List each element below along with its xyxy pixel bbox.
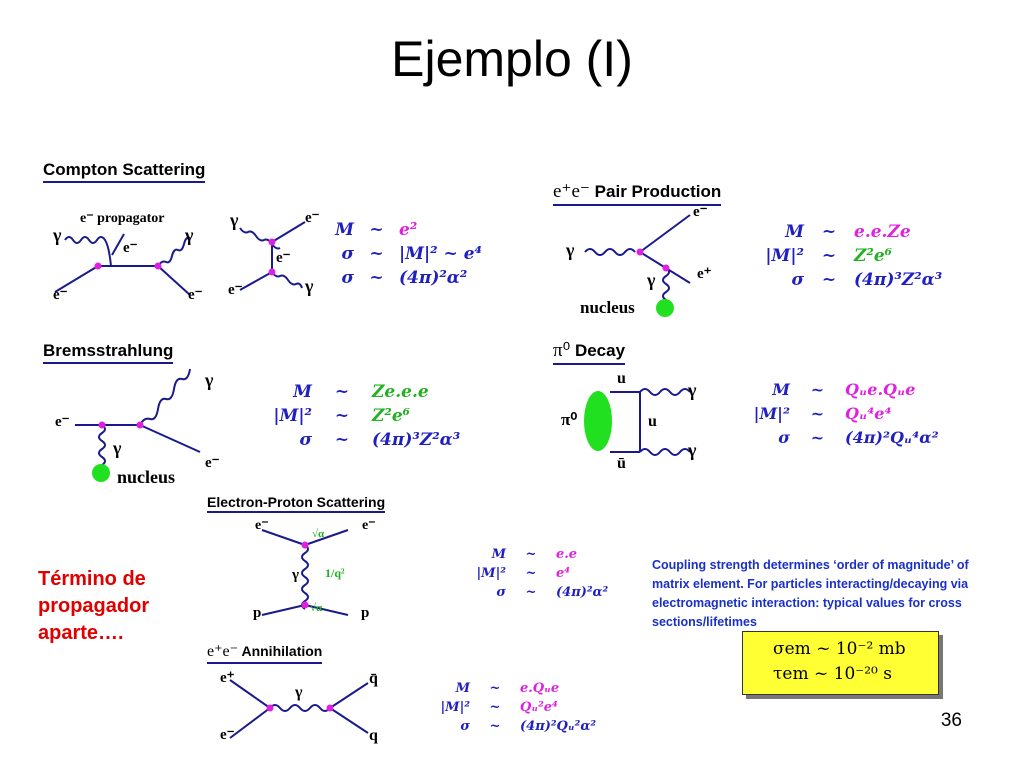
label-eplus: e⁺ — [697, 266, 712, 282]
equation-row: M~Ze.e.e — [293, 382, 429, 402]
equation-row: M~e.e.Ze — [785, 222, 911, 242]
equation-row: σ~|M|² ~ e⁴ — [341, 244, 482, 264]
label-gamma: γ — [295, 684, 303, 701]
brems-nucleus-label: nucleus — [117, 467, 176, 487]
equation-row: |M|²~Z²e⁶ — [765, 246, 893, 266]
label-gamma: γ — [566, 240, 575, 260]
annih-equations: M~e.Qᵤe |M|²~Qᵤ²e⁴ σ~(4π)²Qᵤ²α² — [422, 679, 596, 736]
tau-em: τem ~ 10⁻²⁰ s — [773, 664, 892, 684]
pair-nucleus-label: nucleus — [580, 298, 635, 317]
pair-equations: M~e.e.Ze |M|²~Z²e⁶ σ~(4π)³Z²α³ — [758, 220, 942, 292]
label-eminus: e⁻ — [53, 287, 68, 303]
label-ubar: ū — [617, 455, 626, 472]
em-values-box: σem ~ 10⁻² mb τem ~ 10⁻²⁰ s — [742, 631, 939, 695]
label-eminus: e⁻ — [55, 414, 70, 430]
label-pi0: π⁰ — [561, 410, 578, 429]
label-gamma: γ — [305, 276, 314, 296]
page-title: Ejemplo (I) — [391, 31, 633, 87]
equation-row: |M|²~e⁴ — [476, 566, 570, 581]
sigma-em: σem ~ 10⁻² mb — [773, 639, 906, 659]
equation-row: M~e.e — [491, 547, 578, 562]
label-gamma: γ — [230, 210, 239, 230]
annih-heading: e⁺e⁻ Annihilation — [207, 641, 323, 664]
equation-row: |M|²~Qᵤ²e⁴ — [440, 700, 558, 715]
equation-row: σ~(4π)²α² — [341, 268, 468, 288]
label-eminus: e⁻ — [188, 287, 203, 303]
pi0-equations: M~Qᵤe.Qᵤe |M|²~Qᵤ⁴e⁴ σ~(4π)²Qᵤ⁴α² — [742, 378, 939, 450]
label-u: u — [648, 413, 657, 430]
label-gamma: γ — [205, 370, 214, 390]
ep-sqrt-alpha: √α — [310, 602, 323, 614]
equation-row: σ~(4π)³Z²α³ — [791, 270, 943, 290]
label-gamma: γ — [113, 438, 122, 458]
label-eminus: e⁻ — [205, 455, 220, 471]
label-gamma: γ — [292, 567, 300, 583]
label-gamma: γ — [53, 225, 62, 245]
equation-row: M~e.Qᵤe — [455, 681, 560, 696]
label-eplus: e⁺ — [220, 670, 235, 686]
label-gamma: γ — [647, 270, 656, 290]
equation-row: σ~(4π)²Qᵤ⁴α² — [778, 428, 939, 447]
equation-row: σ~(4π)³Z²α³ — [299, 430, 461, 450]
label-eminus: e⁻ — [255, 518, 269, 533]
label-q: q — [369, 727, 378, 744]
equation-row: M~Qᵤe.Qᵤe — [772, 380, 916, 399]
equation-row: σ~(4π)²Qᵤ²α² — [460, 719, 597, 734]
label-eminus: e⁻ — [228, 282, 243, 298]
compton-propagator-label: e⁻ propagator — [80, 211, 165, 226]
ep-equations: M~e.e |M|²~e⁴ σ~(4π)²α² — [458, 545, 608, 602]
equation-row: |M|²~Z²e⁶ — [273, 406, 411, 426]
equation-row: |M|²~Qᵤ⁴e⁴ — [753, 404, 892, 423]
label-eminus: e⁻ — [123, 240, 138, 256]
label-qbar: q̄ — [369, 670, 378, 687]
compton-equations: M~e² σ~|M|² ~ e⁴ σ~(4π)²α² — [318, 218, 482, 290]
page-number: 36 — [940, 710, 962, 731]
pi0-heading: π⁰ Decay — [553, 339, 626, 365]
ep-heading: Electron-Proton Scattering — [207, 494, 386, 513]
ep-propagator: 1/q² — [325, 566, 345, 580]
label-p: p — [253, 605, 262, 621]
brems-equations: M~Ze.e.e |M|²~Z²e⁶ σ~(4π)³Z²α³ — [262, 380, 460, 452]
label-gamma: γ — [688, 440, 697, 460]
label-eminus: e⁻ — [305, 210, 320, 226]
pair-heading: e⁺e⁻ Pair Production — [553, 180, 722, 206]
label-gamma: γ — [688, 380, 697, 400]
ep-sqrt-alpha: √α — [312, 528, 325, 540]
propagator-note: Término de propagador aparte…. — [38, 568, 150, 644]
label-eminus: e⁻ — [276, 250, 291, 266]
coupling-text: Coupling strength determines ‘order of m… — [652, 558, 969, 629]
equation-row: σ~(4π)²α² — [496, 585, 609, 600]
equation-row: M~e² — [335, 220, 418, 240]
label-eminus: e⁻ — [362, 518, 376, 533]
label-u: u — [617, 370, 626, 387]
brems-heading: Bremsstrahlung — [43, 341, 174, 364]
compton-heading: Compton Scattering — [43, 160, 206, 183]
label-p: p — [361, 605, 370, 621]
compton1-photon-in — [64, 236, 112, 267]
label-eminus: e⁻ — [693, 204, 708, 220]
label-gamma: γ — [185, 225, 194, 245]
label-eminus: e⁻ — [220, 727, 235, 743]
